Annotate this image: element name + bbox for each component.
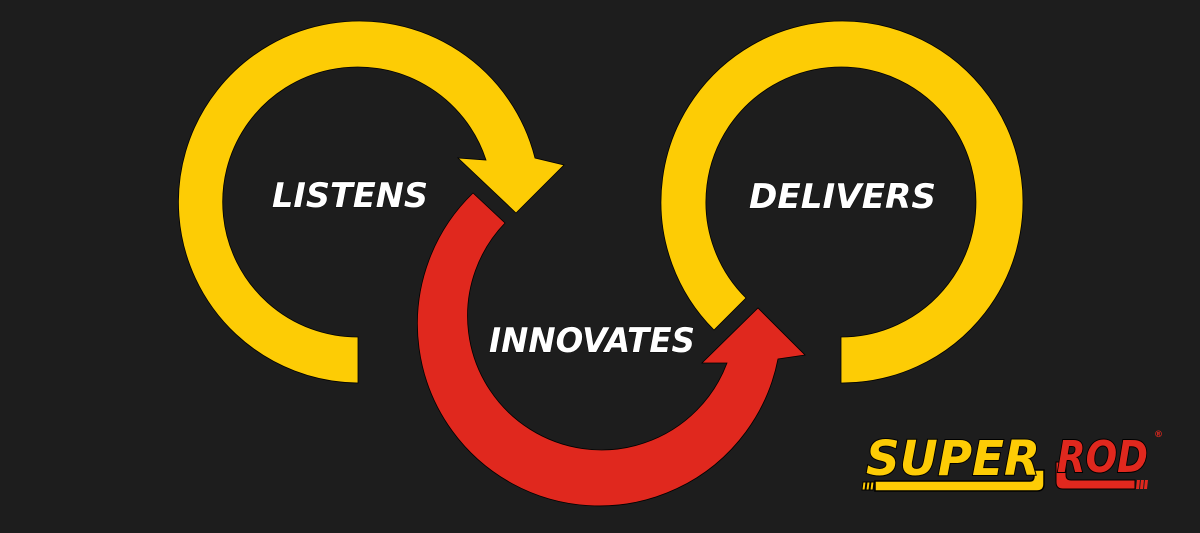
super-underline-bar [874,469,1045,492]
super-bar-stripes-icon [861,481,875,491]
rod-bar-stripes-icon [1136,480,1148,489]
innovates-label: INNOVATES [489,321,695,361]
super-rod-logo: SUPER ROD ® [861,430,1163,492]
logo-word-rod: ROD [1057,432,1148,483]
listens-label: LISTENS [272,176,428,216]
listens-stage: LISTENS [178,20,565,384]
delivers-open-ring-icon [660,20,1024,384]
registered-trademark-icon: ® [1154,430,1163,440]
innovates-circular-arrow-icon [417,192,806,507]
delivers-label: DELIVERS [749,177,936,217]
innovates-stage: INNOVATES [417,192,806,507]
listens-circular-arrow-icon [178,20,565,384]
delivers-stage: DELIVERS [660,20,1024,384]
logo-word-super: SUPER [866,431,1040,487]
rod-underline-bar [1055,461,1136,490]
